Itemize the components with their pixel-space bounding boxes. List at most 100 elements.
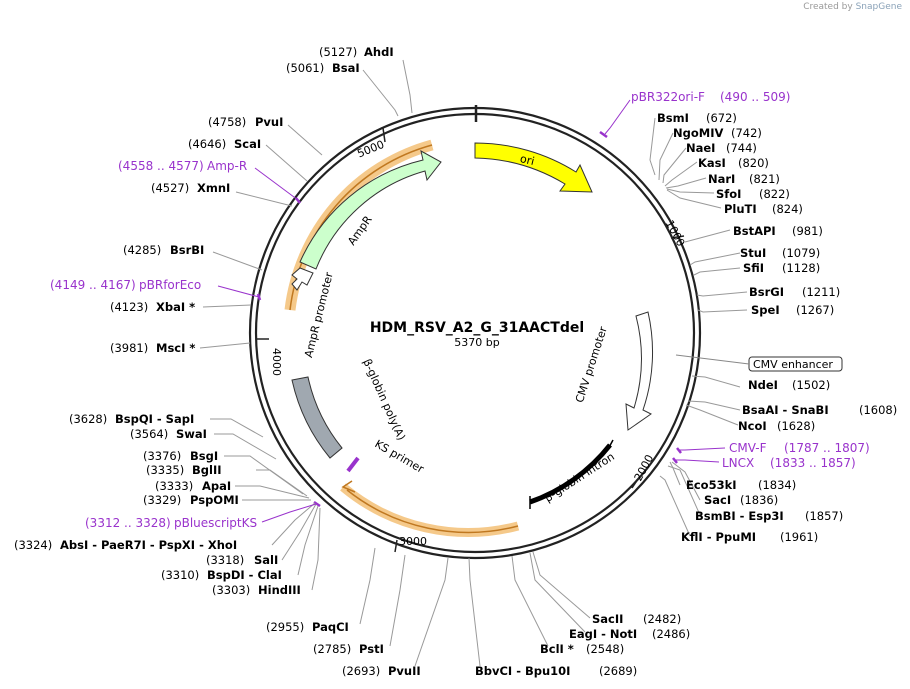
- site-name[interactable]: HindIII: [258, 583, 301, 597]
- ori-feature[interactable]: [474, 142, 593, 193]
- site-pos: (1961): [780, 530, 818, 544]
- site-pos: (2955): [266, 620, 304, 634]
- site-pos: (3324): [14, 538, 52, 552]
- credit-prefix: Created by: [803, 2, 853, 12]
- site-name[interactable]: PspOMI: [190, 493, 239, 507]
- beta-globin-intron-feature[interactable]: [529, 443, 612, 505]
- site-pos: (1834): [758, 478, 796, 492]
- site-name[interactable]: AbsI - PaeR7I - PspXI - XhoI: [60, 538, 237, 552]
- site-pos: (1128): [782, 261, 820, 275]
- site-pos: (822): [759, 187, 790, 201]
- cmv-enhancer-label: CMV enhancer: [753, 358, 833, 371]
- primer-mark: [313, 500, 321, 508]
- site-name[interactable]: PaqCI: [312, 620, 349, 634]
- bottom-orf-line: [346, 489, 519, 534]
- site-name[interactable]: SwaI: [176, 427, 207, 441]
- site-pos: (1502): [792, 378, 830, 392]
- site-name[interactable]: StuI: [740, 246, 766, 260]
- primer-name[interactable]: Amp-R: [207, 159, 247, 173]
- site-name[interactable]: SacI: [704, 493, 731, 507]
- site-pos: (4285): [123, 243, 161, 257]
- credit-brand: SnapGene: [855, 2, 902, 12]
- site-name[interactable]: BbvCI - Bpu10I: [475, 664, 570, 678]
- primer-name[interactable]: CMV-F: [729, 441, 767, 455]
- site-name[interactable]: SfoI: [716, 187, 741, 201]
- site-pos: (2693): [342, 664, 380, 678]
- primer-range: (4558 .. 4577): [118, 159, 204, 173]
- ampr-feature[interactable]: [299, 150, 442, 270]
- site-name[interactable]: BsrGI: [749, 285, 784, 299]
- site-name[interactable]: SalI: [254, 553, 278, 567]
- primer-name[interactable]: pBRforEco: [139, 278, 201, 292]
- site-pos: (3318): [206, 553, 244, 567]
- site-name[interactable]: BsrBI: [170, 243, 204, 257]
- site-name[interactable]: BspQI - SapI: [115, 412, 194, 426]
- site-name[interactable]: BsaI: [332, 61, 360, 75]
- site-pos: (744): [726, 141, 757, 155]
- site-name[interactable]: SfiI: [743, 261, 764, 275]
- site-pos: (1608): [859, 403, 897, 417]
- site-name[interactable]: PluTI: [724, 202, 757, 216]
- site-pos: (821): [749, 172, 780, 186]
- site-name[interactable]: SpeI: [751, 303, 780, 317]
- site-name[interactable]: NaeI: [686, 141, 715, 155]
- site-name[interactable]: NarI: [708, 172, 735, 186]
- site-name[interactable]: BclI *: [540, 642, 574, 656]
- tick-mark: [670, 235, 685, 239]
- site-name[interactable]: EagI - NotI: [569, 627, 637, 641]
- primer-range: (490 .. 509): [720, 90, 790, 104]
- site-name[interactable]: ApaI: [202, 479, 231, 493]
- site-name[interactable]: BsmI: [657, 111, 689, 125]
- intron-end-cap: [606, 439, 614, 452]
- site-pos: (2548): [586, 642, 624, 656]
- beta-globin-polya-feature[interactable]: [291, 376, 343, 459]
- ks-primer-feature[interactable]: [346, 456, 360, 473]
- tick-label: 1000: [663, 218, 688, 249]
- site-pos: (4527): [151, 181, 189, 195]
- site-name[interactable]: NdeI: [748, 378, 778, 392]
- site-pos: (5061): [286, 61, 324, 75]
- site-name[interactable]: PvuII: [388, 664, 421, 678]
- site-name[interactable]: AhdI: [364, 45, 394, 59]
- site-name[interactable]: NgoMIV: [673, 126, 723, 140]
- site-name[interactable]: PvuI: [255, 115, 283, 129]
- site-pos: (3310): [161, 568, 199, 582]
- site-name[interactable]: Eco53kI: [686, 478, 737, 492]
- ampr-promoter-feature[interactable]: [291, 267, 314, 291]
- site-name[interactable]: PstI: [359, 642, 384, 656]
- ori-label: ori: [519, 152, 536, 168]
- primer-leaders: [217, 99, 726, 523]
- primer-name[interactable]: LNCX: [722, 456, 754, 470]
- primer-labels: pBR322ori-F (490 .. 509) (4558 .. 4577) …: [50, 90, 870, 530]
- site-name[interactable]: KflI - PpuMI: [681, 530, 756, 544]
- site-name[interactable]: MscI *: [156, 341, 195, 355]
- site-pos: (824): [772, 202, 803, 216]
- site-pos: (2689): [599, 664, 637, 678]
- site-pos: (1079): [782, 246, 820, 260]
- site-name[interactable]: BsgI: [190, 449, 218, 463]
- cmv-promoter-feature[interactable]: [625, 311, 654, 431]
- primer-name[interactable]: pBR322ori-F: [631, 90, 705, 104]
- tick-label: 2000: [632, 452, 657, 483]
- site-leaders: [199, 59, 748, 667]
- site-pos: (4123): [110, 300, 148, 314]
- site-name[interactable]: BstAPI: [733, 224, 776, 238]
- site-pos: (4758): [208, 115, 246, 129]
- site-name[interactable]: NcoI: [738, 419, 767, 433]
- primer-name[interactable]: pBluescriptKS: [174, 516, 257, 530]
- site-name[interactable]: SacII: [592, 612, 623, 626]
- site-name[interactable]: XmnI: [197, 181, 230, 195]
- site-name[interactable]: KasI: [698, 156, 726, 170]
- site-name[interactable]: BspDI - ClaI: [207, 568, 282, 582]
- site-name[interactable]: BsaAI - SnaBI: [742, 403, 829, 417]
- cmv-promoter-label: CMV promoter: [573, 325, 610, 405]
- site-name[interactable]: ScaI: [234, 137, 261, 151]
- site-pos: (2482): [643, 612, 681, 626]
- site-name[interactable]: BglII: [192, 463, 222, 477]
- site-name[interactable]: BsmBI - Esp3I: [695, 509, 784, 523]
- site-pos: (1836): [740, 493, 778, 507]
- site-name[interactable]: XbaI *: [156, 300, 195, 314]
- plasmid-length: 5370 bp: [454, 336, 499, 349]
- site-pos: (2785): [313, 642, 351, 656]
